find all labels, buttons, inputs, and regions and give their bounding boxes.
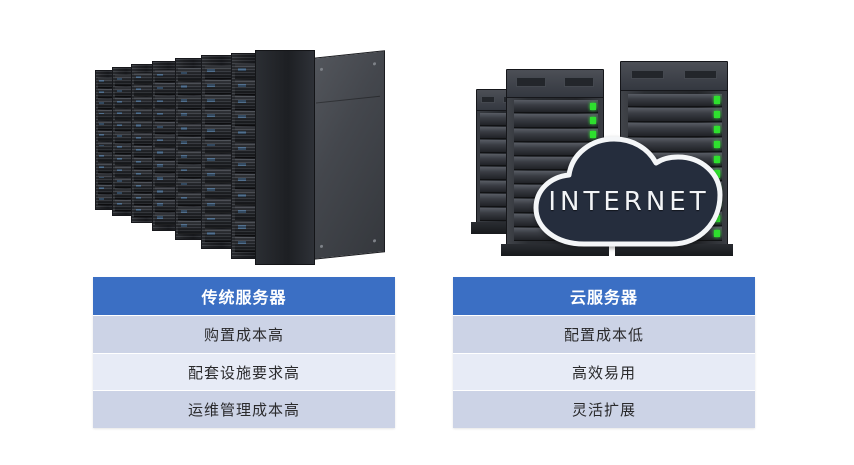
status-led [590,102,597,110]
table-row: 灵活扩展 [453,390,755,429]
cloud-server-image: INTERNET [470,50,760,256]
status-led [713,170,720,178]
cloud-server-table: 云服务器 配置成本低 高效易用 灵活扩展 [453,277,755,429]
status-led [590,117,597,124]
status-led [713,111,720,119]
status-led [713,126,720,134]
table-row: 运维管理成本高 [93,390,395,429]
table-row: 高效易用 [453,352,755,391]
table-row: 购置成本高 [93,315,395,353]
rack-front-face [255,50,315,265]
status-led [713,96,720,104]
table-row: 配置成本低 [453,315,755,353]
status-led [713,229,720,237]
rack-side-panel [311,50,385,260]
status-led [590,131,597,139]
traditional-server-table: 传统服务器 购置成本高 配套设施要求高 运维管理成本高 [93,277,395,429]
server-rack-1-front [255,50,385,268]
traditional-server-rack-image [95,48,385,270]
internet-cloud-icon: INTERNET [520,130,738,250]
table-row: 配套设施要求高 [93,352,395,391]
table-header-cloud: 云服务器 [453,277,755,315]
status-led [713,140,720,148]
status-led [713,155,720,163]
table-header-traditional: 传统服务器 [93,277,395,315]
